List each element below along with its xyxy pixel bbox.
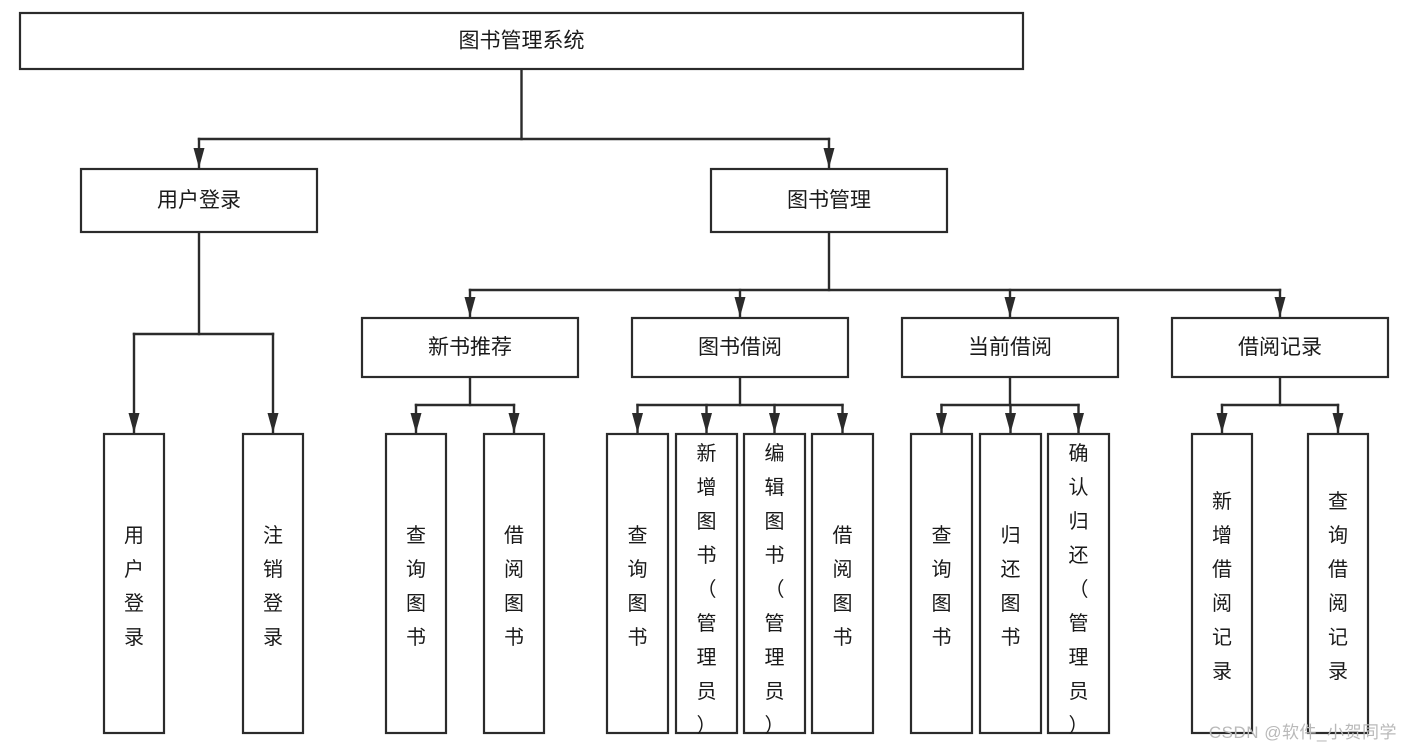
node-label: 借阅图书 bbox=[833, 524, 853, 649]
node-leaf-leaf-query-record[interactable]: 查询借阅记录 bbox=[1306, 432, 1370, 735]
node-box bbox=[241, 432, 305, 735]
arrow-head-icon bbox=[410, 413, 422, 433]
node-box bbox=[1170, 316, 1390, 379]
node-leaf-leaf-add-record[interactable]: 新增借阅记录 bbox=[1190, 432, 1254, 735]
node-leaf-leaf-borrow-book-brw[interactable]: 借阅图书 bbox=[810, 432, 875, 735]
node-label: 新书推荐 bbox=[428, 336, 512, 359]
arrow-head-icon bbox=[128, 413, 140, 433]
node-level3-book-borrow[interactable]: 图书借阅 bbox=[630, 316, 850, 379]
node-box bbox=[674, 432, 739, 735]
node-label: 归还图书 bbox=[1001, 524, 1021, 649]
arrow-head-icon bbox=[734, 297, 746, 317]
node-box bbox=[630, 316, 850, 379]
arrow-head-icon bbox=[267, 413, 279, 433]
node-box bbox=[605, 432, 670, 735]
node-label: 新增图书（管理员） bbox=[697, 442, 717, 737]
node-box bbox=[1190, 432, 1254, 735]
node-box bbox=[360, 316, 580, 379]
nodes-layer: 图书管理系统用户登录图书管理新书推荐图书借阅当前借阅借阅记录用户登录注销登录查询… bbox=[18, 11, 1390, 737]
arrow-head-icon bbox=[823, 148, 835, 168]
arrow-head-icon bbox=[701, 413, 712, 433]
node-leaf-leaf-add-book[interactable]: 新增图书（管理员） bbox=[674, 432, 739, 737]
node-box bbox=[384, 432, 448, 735]
node-label: 新增借阅记录 bbox=[1212, 490, 1232, 683]
node-leaf-leaf-query-book-brw[interactable]: 查询图书 bbox=[605, 432, 670, 735]
node-box bbox=[978, 432, 1043, 735]
arrow-head-icon bbox=[464, 297, 476, 317]
node-label: 用户登录 bbox=[157, 189, 241, 212]
arrow-head-icon bbox=[1274, 297, 1286, 317]
node-leaf-leaf-return-book[interactable]: 归还图书 bbox=[978, 432, 1043, 735]
node-label: 借阅图书 bbox=[504, 524, 524, 649]
node-box bbox=[709, 167, 949, 234]
watermark-text: CSDN @软件_小贺同学 bbox=[1208, 723, 1397, 742]
node-label: 查询图书 bbox=[932, 524, 952, 649]
node-label: 图书借阅 bbox=[698, 336, 782, 359]
arrow-head-icon bbox=[837, 413, 848, 433]
node-level3-new-book-recommend[interactable]: 新书推荐 bbox=[360, 316, 580, 379]
node-level2-user-login[interactable]: 用户登录 bbox=[79, 167, 319, 234]
arrow-head-icon bbox=[1004, 297, 1016, 317]
node-leaf-leaf-confirm-return[interactable]: 确认归还（管理员） bbox=[1046, 432, 1111, 737]
node-label: 查询借阅记录 bbox=[1328, 490, 1348, 683]
arrow-head-icon bbox=[1332, 413, 1344, 433]
arrow-head-icon bbox=[1216, 413, 1228, 433]
node-leaf-leaf-edit-book[interactable]: 编辑图书（管理员） bbox=[742, 432, 807, 737]
node-leaf-leaf-user-login[interactable]: 用户登录 bbox=[102, 432, 166, 735]
node-box bbox=[909, 432, 974, 735]
node-box bbox=[79, 167, 319, 234]
arrow-head-icon bbox=[1073, 413, 1084, 433]
node-level2-book-manage[interactable]: 图书管理 bbox=[709, 167, 949, 234]
node-label: 借阅记录 bbox=[1238, 336, 1322, 359]
arrow-head-icon bbox=[193, 148, 205, 168]
node-label: 注销登录 bbox=[263, 524, 283, 649]
arrow-head-icon bbox=[1005, 413, 1016, 433]
node-label: 图书管理 bbox=[787, 189, 871, 212]
node-leaf-leaf-borrow-book-rec[interactable]: 借阅图书 bbox=[482, 432, 546, 735]
node-root[interactable]: 图书管理系统 bbox=[18, 11, 1025, 71]
node-box bbox=[900, 316, 1120, 379]
node-level3-borrow-record[interactable]: 借阅记录 bbox=[1170, 316, 1390, 379]
arrow-head-icon bbox=[632, 413, 643, 433]
node-box bbox=[1306, 432, 1370, 735]
node-label: 确认归还（管理员） bbox=[1069, 442, 1089, 737]
arrow-head-icon bbox=[936, 413, 947, 433]
arrow-head-icon bbox=[769, 413, 780, 433]
node-label: 查询图书 bbox=[628, 524, 648, 649]
node-leaf-leaf-logout[interactable]: 注销登录 bbox=[241, 432, 305, 735]
node-box bbox=[810, 432, 875, 735]
node-box bbox=[742, 432, 807, 735]
node-label: 用户登录 bbox=[124, 525, 144, 649]
node-box bbox=[1046, 432, 1111, 735]
node-level3-current-borrow[interactable]: 当前借阅 bbox=[900, 316, 1120, 379]
node-label: 编辑图书（管理员） bbox=[765, 442, 785, 737]
node-box bbox=[482, 432, 546, 735]
node-leaf-leaf-query-book-cur[interactable]: 查询图书 bbox=[909, 432, 974, 735]
node-leaf-leaf-query-book-rec[interactable]: 查询图书 bbox=[384, 432, 448, 735]
arrow-head-icon bbox=[508, 413, 520, 433]
node-label: 查询图书 bbox=[406, 524, 426, 649]
edges-layer bbox=[128, 67, 1344, 435]
node-box bbox=[102, 432, 166, 735]
node-label: 图书管理系统 bbox=[459, 30, 585, 53]
node-box bbox=[18, 11, 1025, 71]
node-label: 当前借阅 bbox=[968, 336, 1052, 359]
